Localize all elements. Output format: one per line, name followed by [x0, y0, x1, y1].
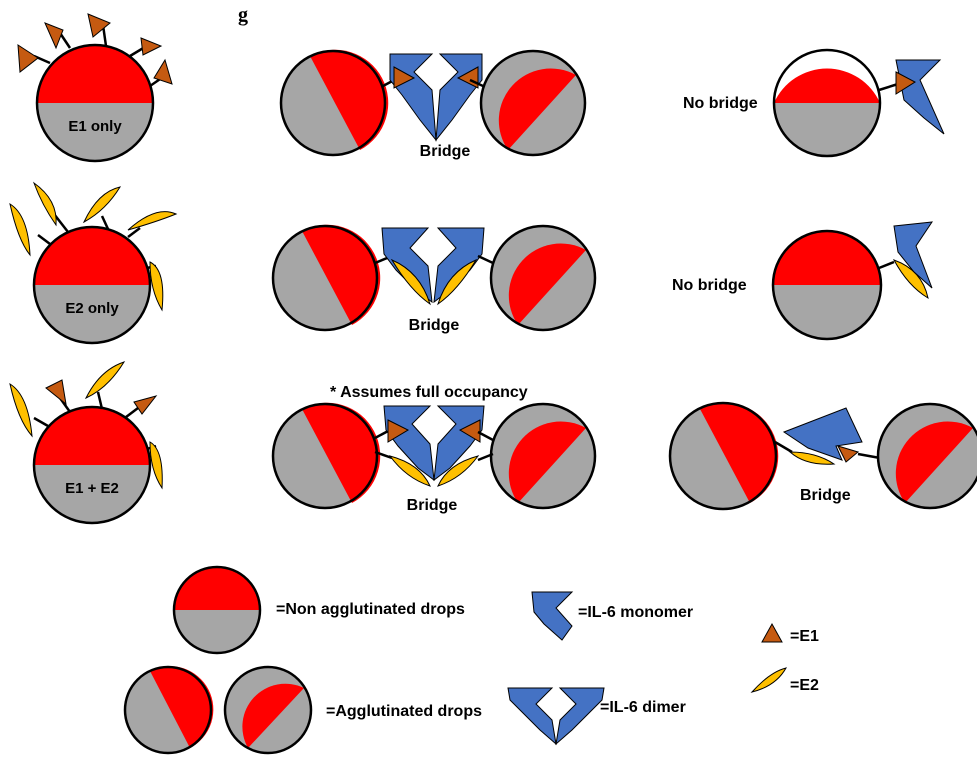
legend-e1-label: =E1 — [790, 628, 819, 645]
row1-il6-dimer — [390, 54, 482, 140]
row2-unbridged-drop — [773, 222, 932, 339]
row1-right-label: No bridge — [683, 95, 758, 112]
legend-agglutinated-drops-icon — [125, 666, 311, 753]
legend-il6-dimer-label: =IL-6 dimer — [600, 699, 686, 716]
row2-agglutinated-left-drop — [273, 225, 392, 330]
legend-il6-monomer-icon — [532, 592, 572, 640]
row2-drop-label: E2 only — [65, 300, 119, 317]
legend-non-agglutinated-label: =Non agglutinated drops — [276, 601, 465, 618]
legend-il6-monomer-label: =IL-6 monomer — [578, 604, 693, 621]
legend-il6-dimer-icon — [508, 688, 604, 744]
legend-agglutinated-label: =Agglutinated drops — [326, 703, 482, 720]
row3-middle-label: Bridge — [407, 497, 458, 514]
row1-agglutinated-left-drop — [281, 50, 398, 155]
legend-e1-icon — [762, 624, 782, 642]
row3-drop-label: E1 + E2 — [65, 480, 119, 497]
row3-right-label: Bridge — [800, 487, 851, 504]
legend-e2-label: =E2 — [790, 677, 819, 694]
row3-drop-e1-e2 — [34, 392, 156, 523]
row3-agglutinated-left-drop — [273, 403, 392, 508]
legend-e2-icon — [752, 668, 786, 692]
row2-middle-label: Bridge — [409, 317, 460, 334]
row2-drop-e2-only — [34, 214, 156, 343]
legend-non-agglutinated-drop-icon — [174, 567, 260, 653]
row2-il6-dimer — [382, 228, 484, 304]
row1-unbridged-drop — [774, 50, 944, 156]
row1-drop-label: E1 only — [68, 118, 122, 135]
row3-middle-note: * Assumes full occupancy — [330, 384, 528, 401]
row2-right-label: No bridge — [672, 277, 747, 294]
row2-agglutinated-right-drop — [478, 226, 595, 330]
row3-agglutinated-right-drop — [478, 404, 595, 508]
row3-il6-dimer — [384, 406, 484, 486]
row1-agglutinated-right-drop — [470, 51, 585, 155]
row1-middle-label: Bridge — [420, 143, 471, 160]
header-partial-title: g — [238, 4, 248, 26]
